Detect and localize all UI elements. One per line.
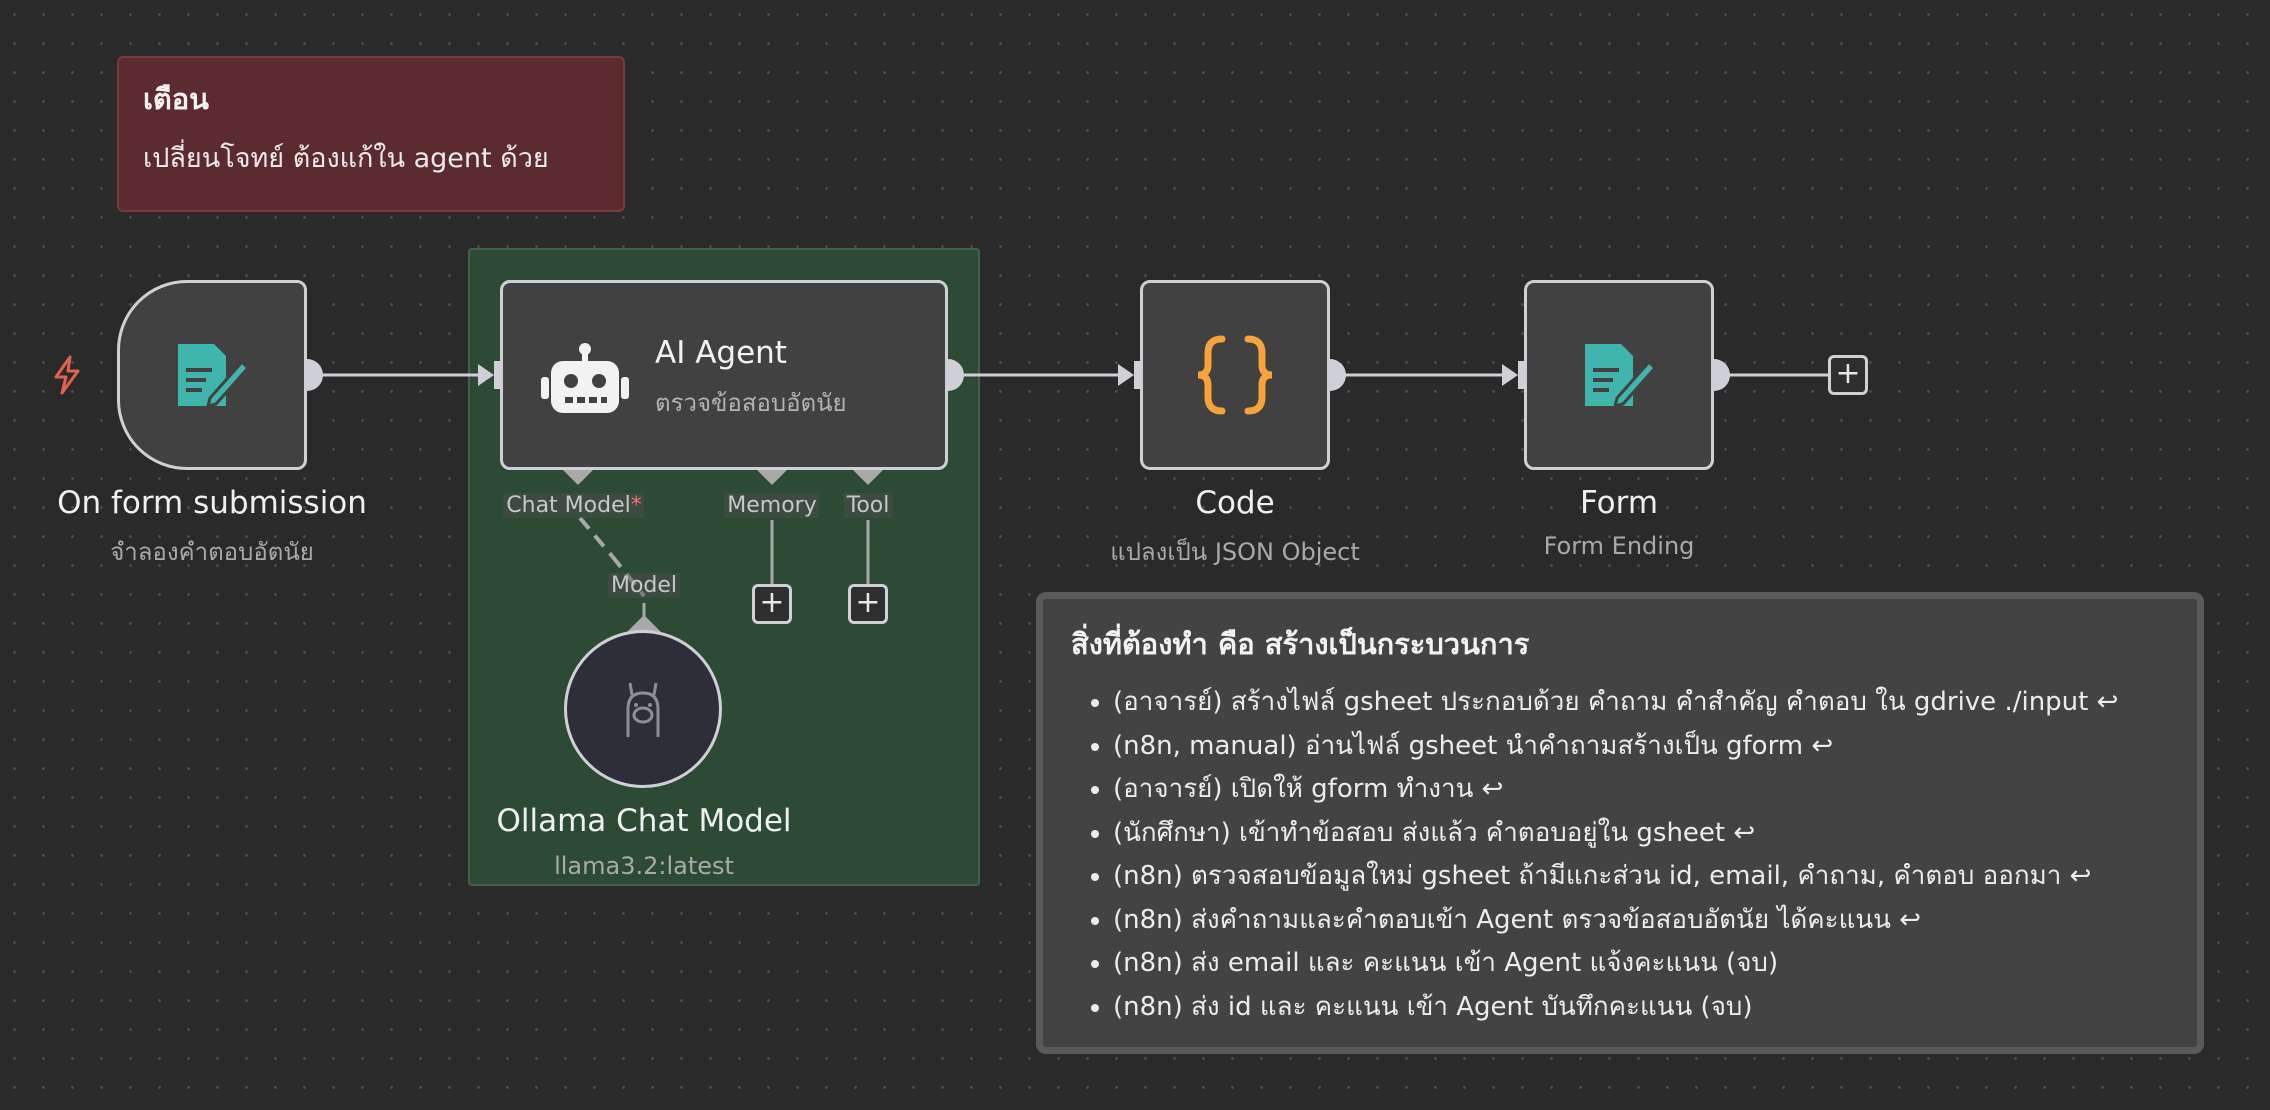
list-item: (n8n, manual) อ่านไฟล์ gsheet นำคำถามสร้…	[1113, 725, 2169, 769]
robot-icon	[541, 343, 629, 413]
ollama-subtitle: llama3.2:latest	[554, 852, 734, 880]
tool-port-label: Tool	[843, 493, 893, 518]
code-subtitle: แปลงเป็น JSON Object	[1110, 538, 1360, 566]
form-trigger-title: On form submission	[57, 485, 367, 521]
list-item: (n8n) ส่ง id และ คะแนน เข้า Agent บันทึก…	[1113, 986, 2169, 1030]
todo-sticky-title: สิ่งที่ต้องทำ คือ สร้างเป็นกระบวนการ	[1071, 627, 1530, 661]
warning-sticky-title: เตือน	[143, 82, 209, 116]
code-title: Code	[1195, 485, 1275, 521]
chat-model-port-label: Chat Model*	[503, 493, 645, 518]
warning-sticky-body: เปลี่ยนโจทย์ ต้องแก้ใน agent ด้วย	[143, 143, 549, 174]
model-port-label: Model	[607, 573, 681, 598]
form-ending-node[interactable]	[1524, 280, 1714, 470]
add-tool-button[interactable]: +	[848, 584, 888, 624]
llama-icon	[626, 682, 660, 737]
form-trigger-subtitle: จำลองคำตอบอัตนัย	[110, 538, 314, 566]
list-item: (n8n) ส่ง email และ คะแนน เข้า Agent แจ้…	[1113, 942, 2169, 986]
trigger-bolt-icon	[54, 355, 80, 395]
ollama-chat-model-node[interactable]	[564, 630, 722, 788]
form-title: Form	[1579, 485, 1659, 521]
ai-agent-subtitle: ตรวจข้อสอบอัตนัย	[655, 389, 847, 417]
ai-agent-title: AI Agent	[655, 335, 787, 371]
arrow-head-icon	[1118, 364, 1134, 386]
todo-sticky-note[interactable]: สิ่งที่ต้องทำ คือ สร้างเป็นกระบวนการ (อา…	[1036, 592, 2204, 1054]
add-node-button[interactable]: +	[1828, 355, 1868, 395]
add-memory-button[interactable]: +	[752, 584, 792, 624]
arrow-head-icon	[1502, 364, 1518, 386]
form-trigger-node[interactable]	[117, 280, 307, 470]
list-item: (นักศึกษา) เข้าทำข้อสอบ ส่งแล้ว คำตอบอยู…	[1113, 812, 2169, 856]
list-item: (n8n) ส่งคำถามและคำตอบเข้า Agent ตรวจข้อ…	[1113, 899, 2169, 943]
form-subtitle: Form Ending	[1543, 532, 1695, 560]
list-item: (อาจารย์) สร้างไฟล์ gsheet ประกอบด้วย คำ…	[1113, 681, 2169, 725]
form-icon	[1585, 344, 1657, 409]
ollama-title: Ollama Chat Model	[496, 803, 792, 839]
code-node[interactable]	[1140, 280, 1330, 470]
ai-agent-node[interactable]: AI Agent ตรวจข้อสอบอัตนัย	[500, 280, 948, 470]
memory-port-label: Memory	[724, 493, 820, 518]
list-item: (อาจารย์) เปิดให้ gform ทำงาน ↩	[1113, 768, 2169, 812]
warning-sticky-note[interactable]: เตือน เปลี่ยนโจทย์ ต้องแก้ใน agent ด้วย	[117, 56, 625, 212]
form-icon	[178, 344, 250, 409]
braces-icon	[1197, 335, 1273, 415]
list-item: (n8n) ตรวจสอบข้อมูลใหม่ gsheet ถ้ามีแกะส…	[1113, 855, 2169, 899]
todo-list: (อาจารย์) สร้างไฟล์ gsheet ประกอบด้วย คำ…	[1071, 681, 2169, 1029]
